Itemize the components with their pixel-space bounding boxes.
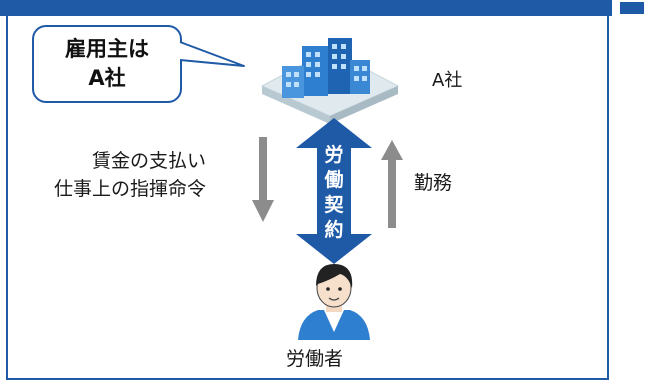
contract-label: 労働契約 xyxy=(324,144,344,241)
payment-direction-arrow xyxy=(252,137,274,222)
payment-label-line-1: 賃金の支払い xyxy=(92,150,207,172)
work-direction-arrow xyxy=(381,140,403,228)
worker-label: 労働者 xyxy=(286,348,344,370)
work-label: 勤務 xyxy=(414,172,453,194)
header-band xyxy=(0,0,612,16)
employer-callout: 雇用主は A社 xyxy=(32,25,182,103)
worker-icon xyxy=(298,264,370,340)
callout-tail xyxy=(178,41,245,67)
callout-line-1: 雇用主は xyxy=(65,37,149,61)
diagram-frame xyxy=(6,16,609,380)
payment-label-line-2: 仕事上の指揮命令 xyxy=(54,178,207,200)
labor-contract-arrow xyxy=(296,118,372,264)
payment-command-label: 賃金の支払い 仕事上の指揮命令 xyxy=(54,147,206,203)
callout-line-2: A社 xyxy=(88,66,126,90)
header-tab xyxy=(620,2,644,14)
company-label: A社 xyxy=(432,70,463,91)
company-building-icon xyxy=(260,38,400,124)
